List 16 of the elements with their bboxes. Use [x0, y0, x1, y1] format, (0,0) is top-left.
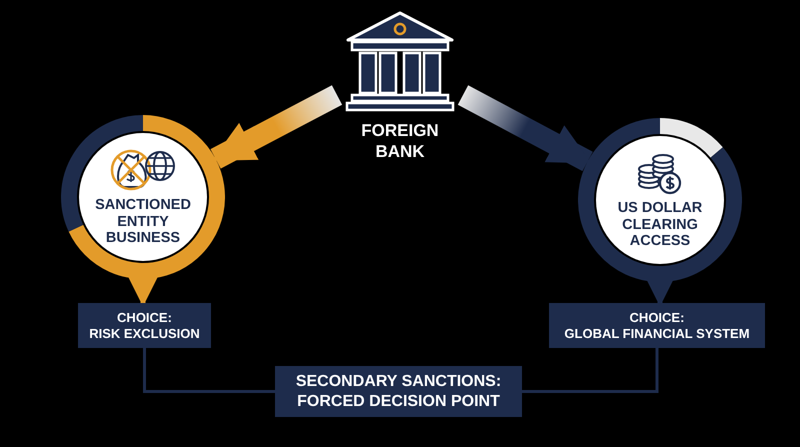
node-label: FOREIGN BANK	[360, 120, 440, 162]
box-label: GLOBAL FINANCIAL SYSTEM	[564, 326, 750, 342]
box-label: SECONDARY SANCTIONS:	[296, 372, 502, 392]
box-label: CHOICE:	[117, 310, 172, 326]
choice-box	[78, 303, 211, 348]
choice-box	[275, 366, 522, 417]
box-label: RISK EXCLUSION	[89, 326, 200, 342]
arrow	[458, 85, 593, 172]
node-label: SANCTIONED ENTITY BUSINESS	[94, 196, 192, 247]
connector-line	[522, 348, 658, 393]
node-label: US DOLLAR CLEARING ACCESS	[616, 200, 704, 250]
box-label: FORCED DECISION POINT	[297, 392, 500, 411]
connector-line	[143, 348, 275, 393]
arrow	[210, 85, 342, 169]
choice-box	[549, 303, 765, 348]
box-label: CHOICE:	[630, 310, 684, 326]
